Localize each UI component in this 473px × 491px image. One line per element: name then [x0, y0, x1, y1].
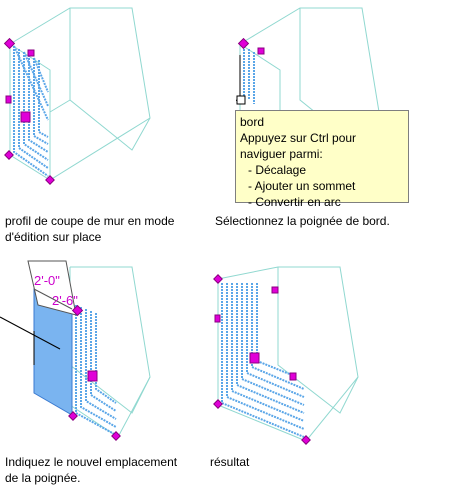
grip-marker-icon [20, 111, 31, 123]
dimension-label-1: 2'-0" [34, 273, 60, 288]
grip-marker-icon [257, 47, 265, 55]
caption-step3: Indiquez le nouvel emplacement de la poi… [5, 455, 178, 485]
grip-marker-icon [213, 399, 223, 409]
tooltip-line1: Appuyez sur Ctrl pour [240, 131, 357, 145]
crosshair-cursor-icon [0, 316, 61, 350]
tooltip-line2: naviguer parmi: [240, 147, 323, 161]
grip-marker-icon [289, 372, 297, 381]
edge-grip-tooltip: bord Appuyez sur Ctrl pour naviguer parm… [235, 110, 409, 209]
grip-marker-icon [301, 435, 311, 445]
grip-marker-icon [213, 274, 223, 284]
grip-marker-icon [5, 95, 12, 104]
grip-marker-icon [45, 175, 55, 185]
grip-marker-icon [71, 304, 84, 317]
tooltip-title: bord [240, 115, 265, 129]
grip-marker-icon [4, 150, 14, 160]
panel-step1-drawing [3, 7, 151, 185]
grip-marker-icon [68, 411, 78, 421]
grip-marker-icon [237, 37, 250, 50]
grip-marker-icon [3, 37, 16, 50]
grip-marker-icon [87, 370, 98, 382]
grip-marker-icon [271, 286, 279, 294]
grip-marker-icon [214, 314, 221, 323]
dimension-label-2: 2'-6" [52, 293, 78, 308]
caption-step1: profil de coupe de mur en mode d'édition… [5, 214, 175, 244]
panel-step3-drawing: 2'-0" 2'-6" [0, 260, 151, 441]
grip-marker-icon [111, 431, 121, 441]
panel-step4-drawing [213, 266, 359, 445]
caption-step2: Sélectionnez la poignée de bord. [215, 214, 390, 228]
grip-marker-icon [27, 49, 35, 57]
tooltip-option-offset: - Décalage [248, 163, 307, 177]
caption-step4: résultat [210, 455, 250, 469]
tooltip-option-convert-arc: - Convertir en arc [248, 195, 341, 209]
tooltip-option-add-vertex: - Ajouter un sommet [248, 179, 356, 193]
grip-marker-icon [249, 352, 260, 364]
